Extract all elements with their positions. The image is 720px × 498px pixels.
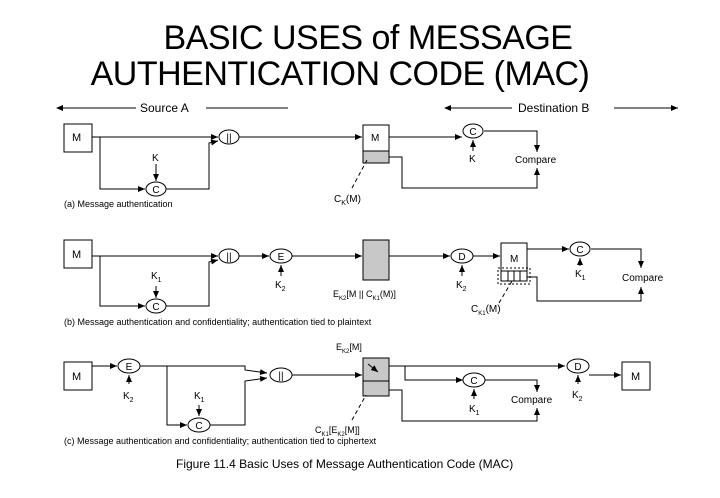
a-key-label: K [152, 153, 159, 164]
c-top-tag-label: EK2[M] [336, 342, 362, 355]
b-rx-key-label: K1 [575, 269, 586, 282]
c-key1-label: K1 [194, 391, 205, 404]
b-encrypt-label: E [278, 252, 285, 263]
b-message-label: M [72, 249, 81, 261]
c-transmitted-block [362, 357, 390, 397]
c-rx-mac-label: C [470, 376, 477, 387]
figure-caption: Figure 11.4 Basic Uses of Message Authen… [176, 457, 513, 471]
b-ciphertext-block [362, 239, 390, 281]
a-caption: (a) Message authentication [64, 199, 173, 209]
a-mac-label: C [152, 185, 159, 196]
c-encrypt-label: E [126, 362, 133, 373]
b-concat-label: || [226, 252, 231, 263]
slide-title-line-1: BASIC USES of MESSAGE [163, 19, 573, 57]
b-compare-label: Compare [622, 273, 664, 284]
a-rx-mac-node [462, 123, 484, 139]
c-caption: (c) Message authentication and confident… [64, 436, 377, 446]
a-message-box [63, 123, 93, 153]
b-caption: (b) Message authentication and confident… [64, 317, 372, 327]
c-message-box [63, 361, 93, 391]
slide-title-line-2: AUTHENTICATION CODE (MAC) [90, 55, 590, 93]
c-message-label: M [72, 371, 81, 383]
b-message-box [63, 239, 93, 269]
b-ciphertext-label: EK2[M || CK1(M)] [333, 289, 396, 302]
c-mac-label: C [195, 421, 202, 432]
b-rx-message-label: M [510, 254, 518, 265]
c-decrypt-node [566, 358, 590, 374]
c-rx-key-label: K1 [469, 404, 480, 417]
b-decrypt-label: D [458, 252, 465, 263]
b-key1-label: K1 [151, 271, 162, 284]
c-key2-label: K2 [123, 391, 134, 404]
c-decrypt-key-label: K2 [572, 390, 583, 403]
b-rx-mac-node [569, 241, 591, 257]
a-tag-label: CK(M) [334, 194, 361, 207]
c-output-message-box [621, 361, 651, 391]
b-rx-mac-label: C [576, 245, 583, 256]
a-rx-mac-label: C [469, 127, 476, 138]
a-concat-label: || [226, 133, 231, 144]
c-output-message-label: M [631, 371, 640, 383]
b-tag-label: CK1(M) [471, 304, 501, 317]
c-concat-label: || [278, 371, 283, 382]
b-decrypt-key-label: K2 [456, 280, 467, 293]
a-tx-message-label: M [371, 133, 379, 144]
c-bottom-tag-label: CK1[EK2[M]] [315, 425, 360, 438]
a-rx-key-label: K [469, 154, 476, 165]
a-message-label: M [72, 132, 81, 144]
b-key2-label: K2 [275, 280, 286, 293]
source-label: Source A [140, 101, 189, 115]
destination-label: Destination B [518, 101, 589, 115]
c-decrypt-label: D [574, 362, 581, 373]
b-mac-label: C [152, 302, 159, 313]
c-compare-label: Compare [511, 395, 553, 406]
a-compare-label: Compare [515, 155, 557, 166]
